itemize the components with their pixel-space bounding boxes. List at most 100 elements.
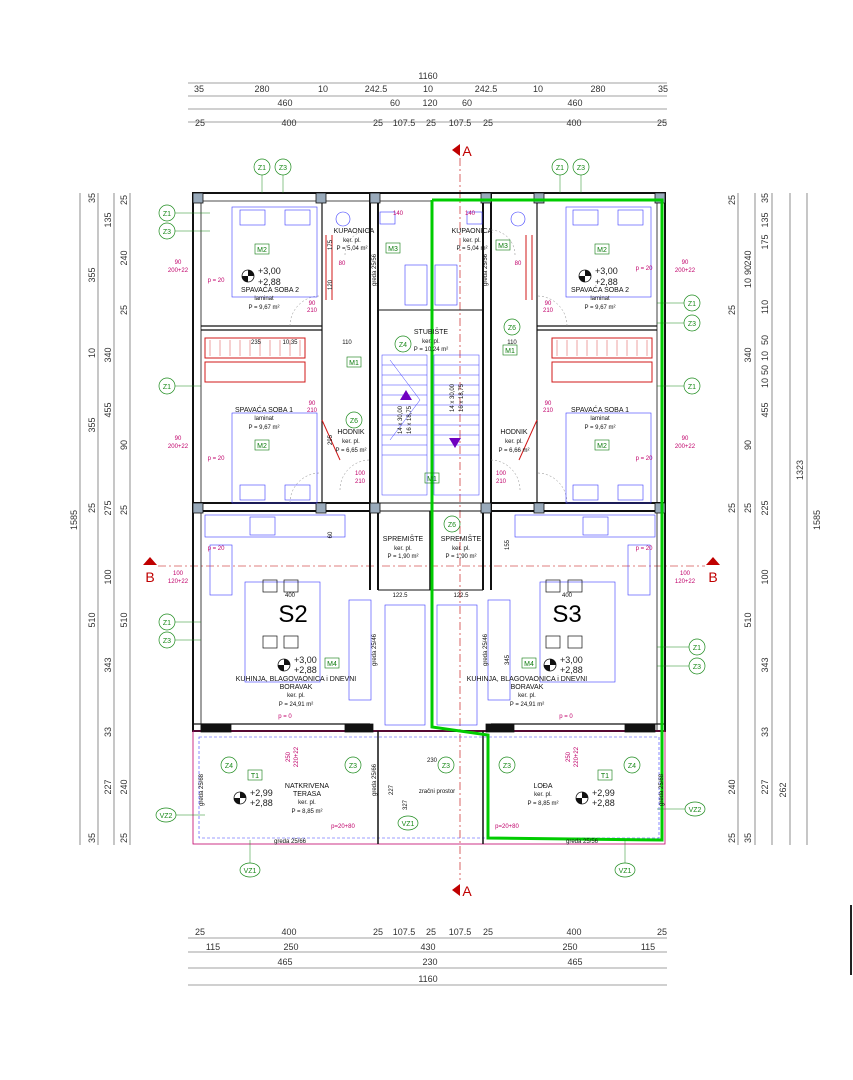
tag-t1-right: T1: [601, 773, 609, 780]
svg-text:230: 230: [422, 957, 437, 967]
svg-text:Z3: Z3: [577, 165, 585, 172]
svg-text:25: 25: [483, 118, 493, 128]
svg-text:25: 25: [657, 927, 667, 937]
svg-text:33: 33: [103, 727, 113, 737]
svg-text:p = 0: p = 0: [559, 714, 573, 720]
escape-route: [430, 198, 664, 842]
svg-text:+2,88: +2,88: [592, 798, 615, 808]
svg-text:ker. pl.: ker. pl.: [287, 693, 305, 699]
dim-right-a: 35 135 240 90 175 110 340 455 25 225 100…: [743, 193, 788, 843]
unit-label-s3: S3: [552, 601, 581, 628]
svg-text:ker. pl.: ker. pl.: [298, 800, 316, 806]
svg-text:25: 25: [195, 927, 205, 937]
svg-text:25: 25: [727, 503, 737, 513]
svg-text:210: 210: [543, 408, 554, 414]
svg-text:110: 110: [342, 340, 352, 346]
stair-label-left-2: 16 x 18,75: [407, 405, 413, 434]
dim-top-row4: 25 400 25 107.5 25 107.5 25 400 25: [195, 118, 667, 128]
svg-text:400: 400: [281, 927, 296, 937]
room-kupaonica-left: KUPAONICA ker. pl. P = 5,04 m²: [334, 228, 375, 252]
tag-m3-right: M3: [498, 243, 508, 250]
red-openings: [204, 235, 653, 461]
svg-text:140: 140: [465, 211, 476, 217]
svg-text:p = 20: p = 20: [636, 546, 654, 552]
room-soba1-right: SPAVAĆA SOBA 1 laminat P = 9,67 m²: [571, 405, 629, 431]
svg-text:175: 175: [328, 239, 334, 250]
svg-text:P = 1,90 m²: P = 1,90 m²: [445, 554, 476, 560]
svg-text:SPAVAĆA SOBA 1: SPAVAĆA SOBA 1: [571, 405, 629, 414]
svg-text:P = 6,66 m²: P = 6,66 m²: [498, 448, 529, 454]
svg-text:90: 90: [309, 301, 316, 307]
svg-text:90: 90: [545, 401, 552, 407]
level-marker-kuhinja-right: +3,00+2,88: [543, 655, 583, 675]
svg-text:SPREMIŠTE: SPREMIŠTE: [383, 534, 424, 543]
svg-text:ker. pl.: ker. pl.: [518, 693, 536, 699]
svg-text:P = 24,91 m²: P = 24,91 m²: [510, 702, 544, 708]
unit-label-s2: S2: [278, 601, 307, 628]
section-marker-b-right: B: [706, 557, 720, 585]
svg-text:430: 430: [420, 942, 435, 952]
svg-text:122.5: 122.5: [392, 593, 408, 599]
svg-text:90: 90: [175, 260, 182, 266]
svg-text:A: A: [462, 883, 472, 899]
stair-label-left: 14 x 30,00: [398, 405, 404, 434]
section-marker-a-top: A: [452, 143, 472, 159]
svg-text:175: 175: [760, 234, 770, 249]
svg-text:122.5: 122.5: [453, 593, 469, 599]
furniture-bedrooms: [231, 206, 652, 504]
svg-text:25: 25: [373, 927, 383, 937]
svg-text:227: 227: [760, 779, 770, 794]
tag-m1-hodnik-right: M1: [505, 348, 515, 355]
svg-text:140: 140: [393, 211, 404, 217]
svg-text:ker. pl.: ker. pl.: [342, 439, 360, 445]
svg-text:SPAVAĆA SOBA 1: SPAVAĆA SOBA 1: [235, 405, 293, 414]
svg-text:455: 455: [760, 402, 770, 417]
svg-text:+2,88: +2,88: [560, 665, 583, 675]
svg-text:P = 9,67 m²: P = 9,67 m²: [584, 425, 615, 431]
dim-bottom-row1: 25 400 25 107.5 25 107.5 25 400 25: [195, 927, 667, 937]
svg-text:135: 135: [103, 212, 113, 227]
svg-text:280: 280: [590, 84, 605, 94]
svg-text:80: 80: [339, 261, 346, 267]
dining-chairs: [262, 579, 583, 649]
svg-text:460: 460: [567, 98, 582, 108]
dim-left-b: 25 240 25 90 25 510 240 25: [119, 195, 129, 843]
svg-text:355: 355: [87, 267, 97, 282]
svg-text:115: 115: [641, 942, 655, 952]
terrace-outline: [192, 730, 666, 845]
svg-text:50: 50: [760, 335, 770, 345]
svg-text:107.5: 107.5: [449, 927, 472, 937]
svg-text:242.5: 242.5: [365, 84, 388, 94]
svg-text:355: 355: [87, 417, 97, 432]
svg-text:laminat: laminat: [590, 296, 610, 302]
svg-text:greda 25/66: greda 25/66: [372, 763, 378, 796]
svg-text:KUHINJA, BLAGOVAONICA i DNEVNI: KUHINJA, BLAGOVAONICA i DNEVNI: [467, 676, 588, 683]
svg-text:35: 35: [743, 833, 753, 843]
svg-text:510: 510: [119, 612, 129, 627]
room-spremiste-left: SPREMIŠTE ker. pl. P = 1,90 m²: [383, 534, 424, 560]
svg-text:230: 230: [427, 758, 438, 764]
svg-text:400: 400: [562, 593, 573, 599]
svg-text:Z3: Z3: [349, 763, 357, 770]
svg-text:120: 120: [328, 279, 334, 290]
svg-text:225: 225: [760, 500, 770, 515]
svg-text:B: B: [145, 569, 154, 585]
top-dimensions: [188, 82, 667, 123]
svg-text:KUPAONICA: KUPAONICA: [452, 228, 493, 235]
svg-text:25: 25: [727, 305, 737, 315]
svg-text:NATKRIVENA: NATKRIVENA: [285, 783, 330, 790]
svg-text:25: 25: [483, 927, 493, 937]
section-marker-a-bottom: A: [452, 883, 472, 899]
svg-text:TERASA: TERASA: [293, 791, 321, 798]
svg-text:35: 35: [194, 84, 204, 94]
svg-text:Z3: Z3: [163, 638, 171, 645]
svg-text:Z3: Z3: [503, 763, 511, 770]
stair-label-right: 14 x 30,00: [450, 383, 456, 412]
dim-right-b: 25 10 50 10 50 10 90 25 25 240 25: [727, 195, 770, 843]
svg-text:10: 10: [743, 278, 753, 288]
svg-text:90: 90: [309, 401, 316, 407]
svg-text:50: 50: [760, 365, 770, 375]
dim-bottom-total: 1160: [418, 974, 437, 984]
svg-text:10: 10: [533, 84, 543, 94]
